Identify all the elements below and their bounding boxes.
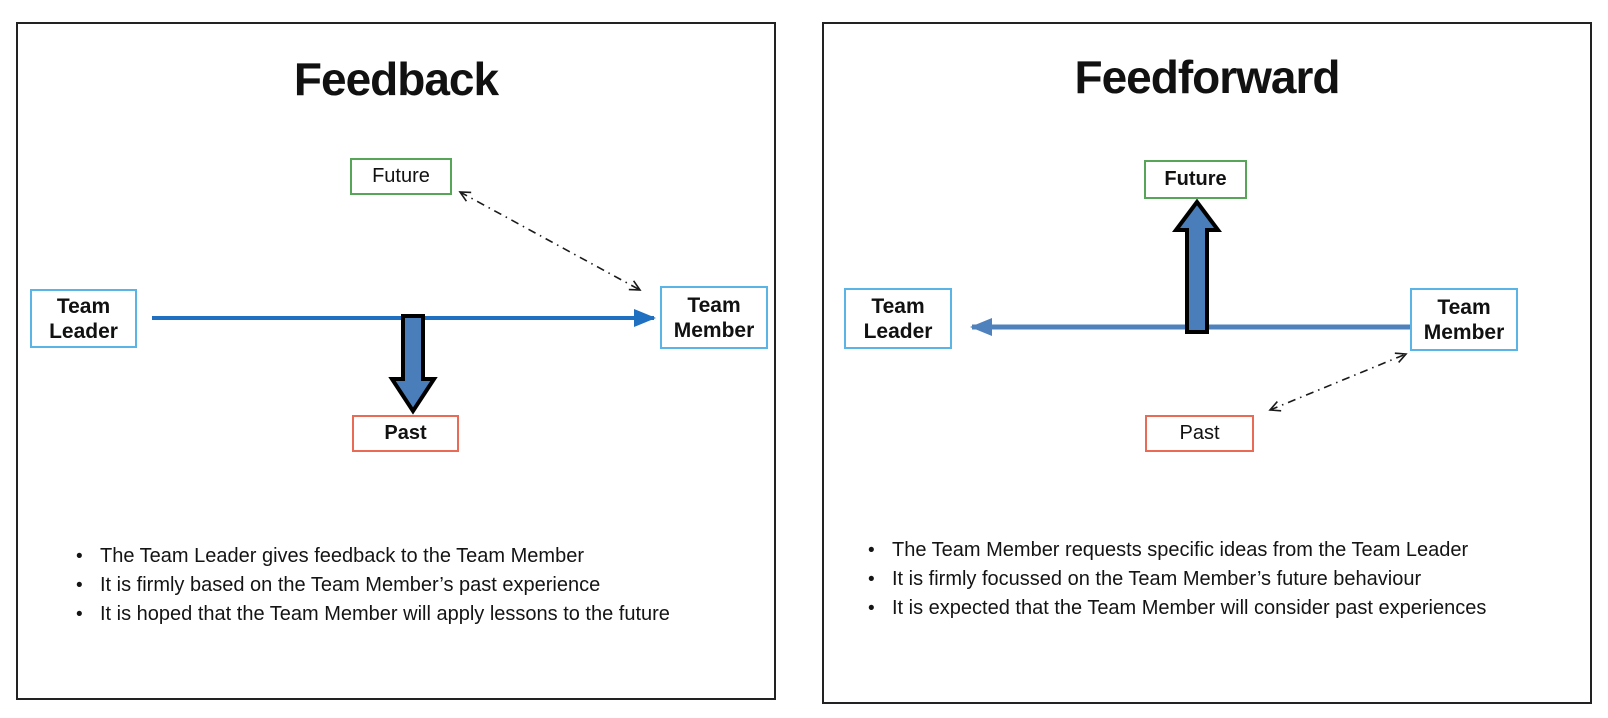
future-box: Future (1144, 160, 1247, 199)
block-arrow-up-to-future (1172, 198, 1222, 334)
block-arrow-down-to-past (388, 314, 438, 415)
feedback-panel: Feedback Future Team Leader Tea (16, 22, 776, 700)
past-box-label: Past (384, 422, 427, 444)
feedback-bullet-list: The Team Leader gives feedback to the Te… (74, 542, 746, 629)
team-leader-label: Team Leader (49, 294, 118, 343)
team-member-box: Team Member (660, 286, 768, 349)
bullet-item: The Team Member requests specific ideas … (866, 536, 1566, 565)
team-member-label: Team Member (673, 293, 755, 342)
feedback-panel-title: Feedback (293, 53, 499, 105)
team-member-label: Team Member (1423, 295, 1505, 344)
bullet-item: It is firmly focussed on the Team Member… (866, 565, 1566, 594)
team-leader-box: Team Leader (844, 288, 952, 349)
future-box-label: Future (372, 165, 430, 187)
feedforward-panel: Feedforward Future Team Leader (822, 22, 1592, 704)
team-leader-label: Team Leader (863, 294, 933, 343)
past-member-dashdot-arrow (1268, 352, 1408, 412)
future-member-dashdot-arrow (458, 191, 642, 291)
feedforward-bullet-list: The Team Member requests specific ideas … (866, 536, 1566, 623)
bullet-item: It is hoped that the Team Member will ap… (74, 600, 746, 629)
past-box: Past (1145, 415, 1254, 452)
past-box: Past (352, 415, 459, 452)
bullet-item: It is expected that the Team Member will… (866, 594, 1566, 623)
team-member-box: Team Member (1410, 288, 1518, 351)
feedforward-panel-title: Feedforward (1074, 51, 1340, 103)
bullet-item: It is firmly based on the Team Member’s … (74, 571, 746, 600)
future-box: Future (350, 158, 452, 195)
past-box-label: Past (1179, 422, 1220, 444)
team-leader-box: Team Leader (30, 289, 137, 348)
future-box-label: Future (1164, 168, 1227, 190)
bullet-item: The Team Leader gives feedback to the Te… (74, 542, 746, 571)
